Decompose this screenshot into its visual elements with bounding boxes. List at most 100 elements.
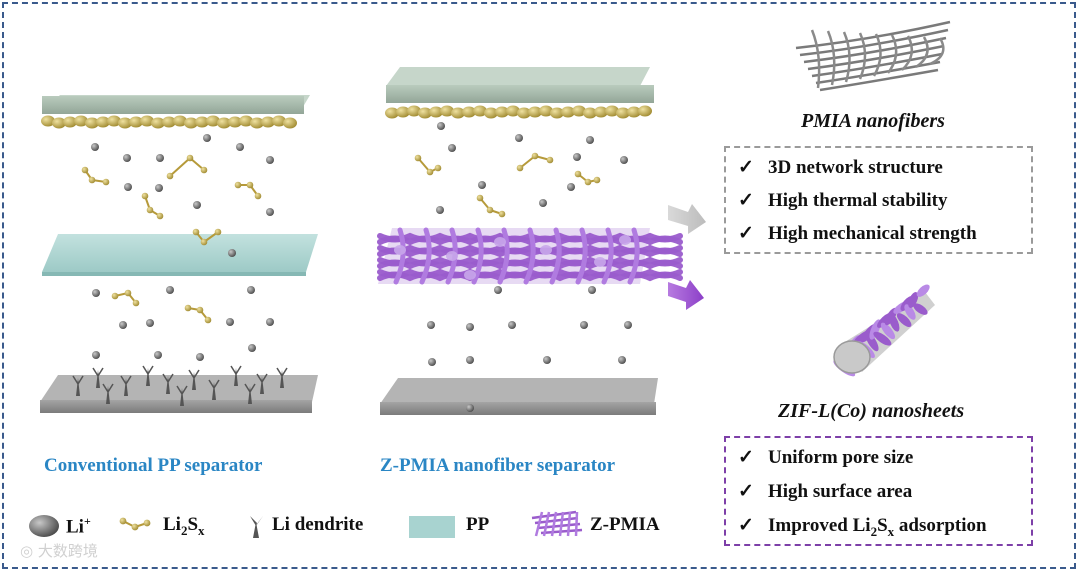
nanofiber — [601, 227, 614, 285]
sulfur-particle — [605, 105, 619, 117]
li-dendrite — [208, 379, 220, 400]
arrow-to-zif — [668, 280, 704, 310]
sulfur-layer-left — [41, 115, 297, 129]
li-ion — [166, 286, 174, 294]
check-icon: ✓ — [738, 157, 754, 178]
zif-nanosheet — [464, 270, 476, 280]
sulfur-particle — [140, 115, 154, 127]
polysulfide-chain — [81, 166, 110, 186]
li-ion — [266, 318, 274, 326]
legend-pp: PP — [466, 514, 490, 535]
zif-nanosheet — [619, 235, 631, 245]
polysulfide-chain — [414, 154, 442, 176]
polysulfide-chain — [516, 152, 554, 172]
polysulfide-chain — [192, 228, 222, 246]
sulfur-particle — [184, 117, 198, 129]
mesh-fiber — [901, 35, 914, 71]
li-dendrite — [162, 373, 174, 394]
sulfur-particle — [118, 117, 132, 129]
li-ion — [236, 143, 244, 151]
pmia-mesh-illustration — [795, 20, 951, 92]
li-ion — [437, 122, 445, 130]
legend-zpmia: Z-PMIA — [590, 514, 660, 535]
li-ion — [466, 404, 474, 412]
zif-nanosheet — [446, 251, 458, 261]
sulfur-particle — [96, 116, 110, 128]
li-ion — [226, 318, 234, 326]
mesh-fiber — [826, 30, 836, 86]
polysulfide-chain — [234, 181, 262, 200]
li-ion-legend-icon — [29, 515, 59, 537]
li-dendrite — [120, 375, 132, 396]
zif-feature: ✓Improved Li2Sx adsorption — [738, 515, 987, 539]
zpmia-nanofiber-membrane — [377, 227, 683, 285]
nanofiber — [575, 227, 588, 285]
pmia-feature: ✓High mechanical strength — [738, 223, 977, 244]
sulfur-particle — [206, 115, 220, 127]
li-dendrite — [142, 365, 154, 386]
li-ion — [193, 201, 201, 209]
zif-nanosheet — [494, 237, 506, 247]
li-ion — [92, 289, 100, 297]
mesh-fiber — [795, 20, 951, 50]
li-ion — [543, 356, 551, 364]
sulfur-particle — [627, 106, 641, 118]
polysulfide-chain — [184, 304, 212, 324]
li-ion — [91, 143, 99, 151]
sulfur-particle — [638, 105, 652, 117]
li-ion — [494, 286, 502, 294]
li-ion — [478, 181, 486, 189]
sulfur-particle — [528, 106, 542, 118]
li-dendrite — [176, 385, 188, 406]
li-ion — [624, 321, 632, 329]
zif-petal — [865, 331, 879, 352]
sulfur-particle — [41, 115, 55, 127]
nanofiber — [497, 227, 510, 285]
li-ion — [154, 351, 162, 359]
li-ion — [196, 353, 204, 361]
mesh-fiber — [915, 36, 929, 69]
zif-nanosheet — [540, 245, 552, 255]
mesh-fiber — [799, 28, 949, 57]
li-ion — [119, 321, 127, 329]
nanofiber — [393, 227, 406, 285]
sulfur-particle — [594, 106, 608, 118]
sulfur-particle — [506, 105, 520, 117]
sulfur-particle — [129, 116, 143, 128]
sulfur-particle — [74, 115, 88, 127]
zif-fiber-illustration — [833, 284, 935, 377]
sulfur-particle — [272, 115, 286, 127]
mesh-fiber — [858, 32, 867, 80]
zif-petal — [913, 303, 928, 315]
li-ion — [155, 184, 163, 192]
sulfur-particle — [52, 117, 66, 129]
sulfur-particle — [451, 107, 465, 119]
sulfur-particle — [616, 107, 630, 119]
li-ion — [620, 156, 628, 164]
zpmia-anode — [380, 378, 658, 415]
zif-title: ZIF-L(Co) nanosheets — [778, 400, 965, 422]
polysulfide-chain — [574, 170, 601, 186]
li-ion — [266, 208, 274, 216]
li-ion — [427, 321, 435, 329]
sulfur-particle — [473, 105, 487, 117]
sulfur-particle — [162, 116, 176, 128]
polysulfide-chain — [111, 289, 140, 307]
li-ion — [573, 153, 581, 161]
polysulfide-chain — [476, 194, 506, 218]
zif-nanosheet — [594, 257, 606, 267]
li-ion — [539, 199, 547, 207]
sulfur-particle — [63, 116, 77, 128]
zif-nanosheet — [394, 245, 406, 255]
sulfur-particle — [495, 106, 509, 118]
li-ion — [588, 286, 596, 294]
conventional-anode — [40, 365, 318, 413]
li-ion — [618, 356, 626, 364]
sulfur-particle — [517, 107, 531, 119]
sulfur-particle — [484, 107, 498, 119]
li-dendrites — [72, 365, 288, 406]
zif-petal — [888, 313, 900, 332]
li-ion — [567, 183, 575, 191]
zpmia-legend-icon — [531, 510, 583, 537]
